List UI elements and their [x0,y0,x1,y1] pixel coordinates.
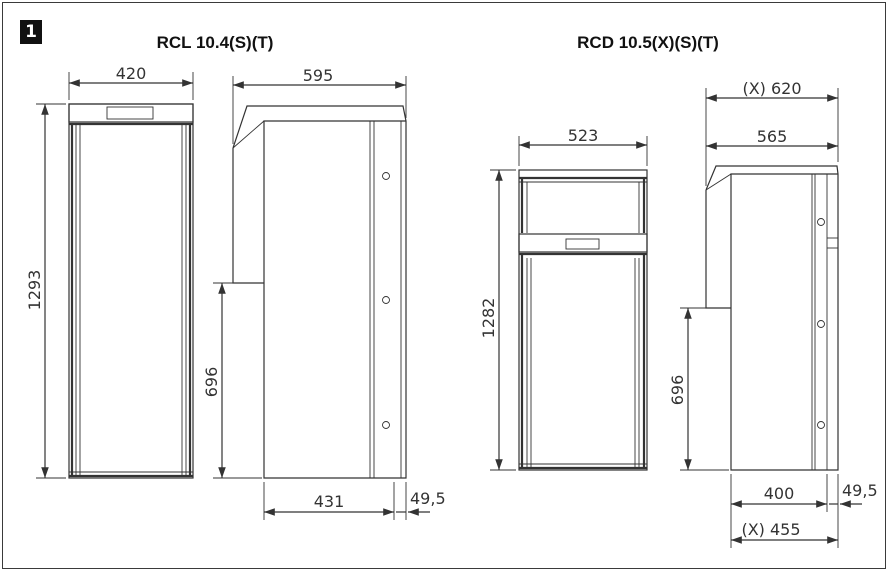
right-base-depth-dimension: 400 [730,474,828,548]
right-height-label: 1282 [479,298,498,339]
right-side-depth-x-label: (X) 620 [742,79,801,98]
left-base-depth-label: 431 [314,492,345,511]
right-height-dimension: 1282 [479,169,516,471]
left-lower-height-label: 696 [202,367,221,398]
right-side-depth-label: 565 [757,127,788,146]
left-front-width-label: 420 [116,64,147,83]
figure-number-badge: 1 [20,20,42,44]
right-front-view [518,169,648,471]
left-front-width-dimension: 420 [68,64,194,100]
left-side-depth-dimension: 595 [232,66,407,144]
right-side-depth-x-dimension: (X) 620 [705,79,839,186]
right-side-view [705,165,839,471]
right-front-width-label: 523 [568,126,599,145]
right-model-title: RCD 10.5(X)(S)(T) [577,33,719,52]
left-side-depth-label: 595 [303,66,334,85]
right-lower-height-label: 696 [668,375,687,406]
right-base-depth-label: 400 [764,484,795,503]
right-lower-height-dimension: 696 [668,307,729,471]
right-side-depth-dimension: 565 [706,127,838,150]
left-front-view [68,103,194,479]
left-lower-height-dimension: 696 [202,282,262,479]
left-height-label: 1293 [25,270,44,311]
right-front-width-dimension: 523 [518,126,648,166]
right-offset-label: 49,5 [842,481,878,500]
left-height-dimension: 1293 [25,103,66,479]
right-base-depth-x-label: (X) 455 [741,520,800,539]
left-model-title: RCL 10.4(S)(T) [157,33,274,52]
left-side-view [232,105,407,479]
left-offset-label: 49,5 [410,489,446,508]
left-offset-dimension: 49,5 [396,482,446,520]
left-base-depth-dimension: 431 [263,482,395,520]
right-base-depth-x-dimension: (X) 455 [731,474,839,548]
right-offset-dimension: 49,5 [829,481,878,508]
